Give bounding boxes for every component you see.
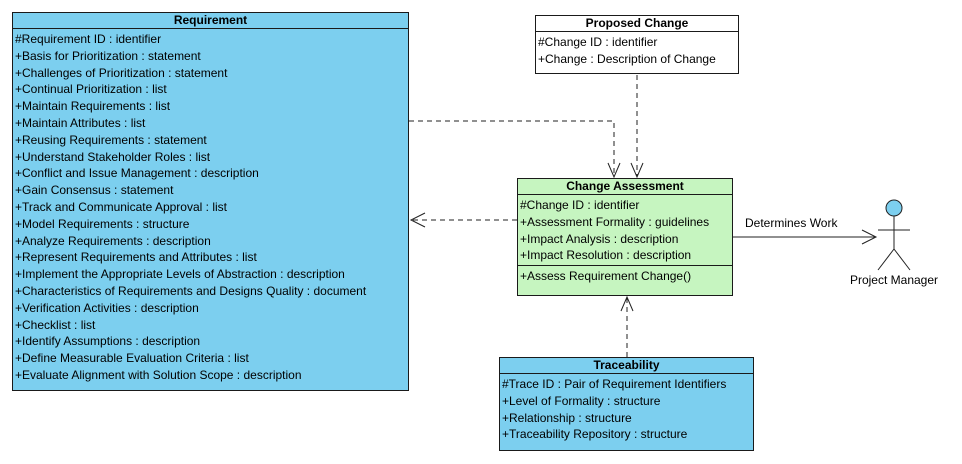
project-manager-actor[interactable]	[877, 199, 911, 271]
class-attribute: +Reusing Requirements : statement	[15, 132, 207, 147]
association-label: Determines Work	[745, 216, 838, 230]
class-title: Requirement	[13, 13, 408, 29]
class-attribute: +Impact Resolution : description	[520, 248, 692, 263]
class-attribute: +Change : Description of Change	[538, 51, 716, 66]
attribute-list: #Requirement ID : identifier +Basis for P…	[13, 29, 408, 384]
class-attribute: +Relationship : structure	[502, 410, 632, 425]
class-attribute: +Maintain Attributes : list	[15, 115, 146, 130]
class-attribute: #Requirement ID : identifier	[15, 32, 162, 46]
attribute-list: #Change ID : identifier +Change : Descrip…	[536, 32, 738, 68]
class-attribute: +Verification Activities : description	[15, 300, 199, 315]
class-attribute: #Trace ID : Pair of Requirement Identifi…	[502, 377, 727, 391]
class-requirement[interactable]: Requirement #Requirement ID : identifier…	[12, 12, 409, 391]
class-title: Traceability	[500, 358, 753, 374]
class-attribute: +Identify Assumptions : description	[15, 334, 201, 349]
class-proposed-change[interactable]: Proposed Change #Change ID : identifier +…	[535, 15, 739, 74]
dependency-requirement-to-assessment	[409, 120, 621, 179]
class-attribute: +Analyze Requirements : description	[15, 233, 211, 248]
class-attribute: #Change ID : identifier	[520, 198, 640, 212]
class-attribute: +Basis for Prioritization : statement	[15, 48, 201, 63]
class-attribute: +Continual Prioritization : list	[15, 82, 167, 97]
class-attribute: +Checklist : list	[15, 317, 96, 332]
class-attribute: +Characteristics of Requirements and Des…	[15, 283, 367, 298]
class-attribute: +Track and Communicate Approval : list	[15, 199, 227, 214]
class-attribute: +Implement the Appropriate Levels of Abs…	[15, 267, 345, 282]
class-attribute: +Model Requirements : structure	[15, 216, 190, 231]
dependency-traceability-to-assessment	[620, 295, 634, 357]
class-attribute: +Maintain Requirements : list	[15, 99, 171, 114]
class-attribute: +Evaluate Alignment with Solution Scope …	[15, 367, 302, 382]
class-title: Change Assessment	[518, 179, 732, 195]
actor-head	[885, 199, 903, 217]
class-attribute: +Conflict and Issue Management : descrip…	[15, 166, 259, 181]
class-attribute: +Level of Formality : structure	[502, 393, 661, 408]
class-attribute: +Traceability Repository : structure	[502, 427, 688, 442]
attribute-list: #Change ID : identifier +Assessment Forma…	[518, 195, 732, 265]
class-attribute: +Challenges of Prioritization : statemen…	[15, 65, 228, 80]
class-title: Proposed Change	[536, 16, 738, 32]
class-attribute: +Define Measurable Evaluation Criteria :…	[15, 351, 249, 366]
operation-list: +Assess Requirement Change()	[518, 265, 732, 285]
class-attribute: +Gain Consensus : statement	[15, 183, 174, 198]
actor-name: Project Manager	[849, 273, 939, 287]
class-attribute: +Impact Analysis : description	[520, 231, 679, 246]
attribute-list: #Trace ID : Pair of Requirement Identifi…	[500, 374, 753, 443]
class-attribute: +Represent Requirements and Attributes :…	[15, 250, 257, 265]
class-attribute: #Change ID : identifier	[538, 35, 658, 49]
class-operation: +Assess Requirement Change()	[520, 269, 692, 283]
class-traceability[interactable]: Traceability #Trace ID : Pair of Require…	[499, 357, 754, 451]
class-change-assessment[interactable]: Change Assessment #Change ID : identifie…	[517, 178, 733, 296]
association-determines-work	[733, 229, 878, 245]
class-attribute: +Understand Stakeholder Roles : list	[15, 149, 211, 164]
dependency-proposed-change-to-assessment	[630, 75, 644, 179]
dependency-assessment-to-requirement	[409, 212, 517, 228]
class-attribute: +Assessment Formality : guidelines	[520, 214, 710, 229]
